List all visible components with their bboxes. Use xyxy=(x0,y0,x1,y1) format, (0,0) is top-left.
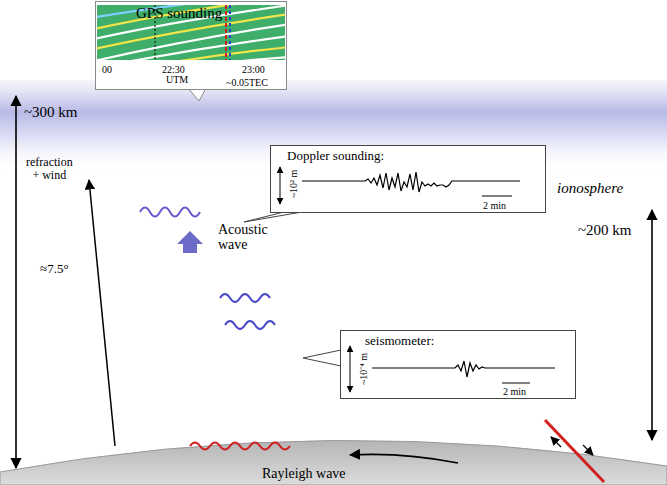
seismogram-trace xyxy=(372,361,555,377)
height-label: ~300 km xyxy=(24,104,78,121)
satellite-track xyxy=(110,36,285,60)
angle-label: ≈7.5° xyxy=(40,262,69,276)
satellite-track xyxy=(97,5,285,30)
ionosphere-band xyxy=(0,80,667,172)
amplitude-arrow xyxy=(280,167,281,204)
disturbance-trace xyxy=(229,5,231,60)
disturbance-trace xyxy=(225,5,227,60)
amplitude-arrow xyxy=(350,346,351,392)
rayleigh-ripple xyxy=(190,443,290,450)
satellite-track xyxy=(200,57,285,60)
ionospheric-wave xyxy=(140,208,200,217)
time-scale: 2 min xyxy=(503,386,526,397)
height-arrow xyxy=(15,96,17,468)
acoustic-wave xyxy=(220,294,270,302)
panel-ground xyxy=(340,330,576,398)
wave-label: Rayleigh wave xyxy=(262,466,346,481)
panel-title: seismometer: xyxy=(365,334,434,348)
doppler-box: Doppler sounding: ~10² m 2 min xyxy=(270,145,546,213)
amplitude-label: ~10² m xyxy=(288,170,299,199)
time-scale-bar xyxy=(482,196,512,197)
satellite-track xyxy=(97,24,285,60)
acoustic-wave xyxy=(225,321,275,329)
earth-ground xyxy=(0,440,667,485)
satellite-track xyxy=(150,47,285,60)
axis-title: UTM xyxy=(166,74,188,85)
height-label: ~200 km xyxy=(578,222,632,239)
slip-arrow xyxy=(583,445,593,455)
gps-tracks xyxy=(97,5,285,60)
callout-tail xyxy=(244,212,302,222)
slip-arrow xyxy=(551,437,561,447)
height-arrow xyxy=(651,210,653,440)
callout-tail xyxy=(303,350,341,366)
axis-tick: 22:30 xyxy=(162,64,185,75)
axis-tick: 00 xyxy=(102,64,112,75)
panel-ground xyxy=(270,145,546,213)
time-scale: 2 min xyxy=(483,200,506,211)
axis-tick: 23:00 xyxy=(242,64,265,75)
gps-panel: GPS sounding 00 22:30UTM 23:00 ~0.05TEC xyxy=(95,1,287,90)
wave-label: Acoustic wave xyxy=(218,222,268,253)
seismometer-box: seismometer: ~10⁻⁴ m 2 min xyxy=(340,330,576,399)
amplitude-label: ~10⁻⁴ m xyxy=(358,353,369,385)
ray-arrow xyxy=(89,180,115,446)
doppler-trace xyxy=(302,172,520,192)
scale-note: ~0.05TEC xyxy=(226,77,268,88)
time-scale-bar xyxy=(502,383,530,384)
process-note: refraction + wind xyxy=(26,156,73,182)
panel-title: Doppler sounding: xyxy=(287,149,384,163)
propagation-arrow xyxy=(350,454,458,463)
layer-label: ionosphere xyxy=(557,180,623,197)
fault-line xyxy=(545,420,604,482)
panel-title: GPS sounding xyxy=(136,5,222,22)
panel-ground xyxy=(95,1,287,89)
upward-arrow xyxy=(177,231,203,253)
